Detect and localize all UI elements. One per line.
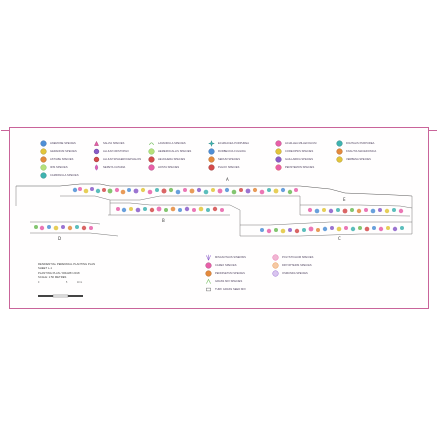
scale-bar-graphic [38, 294, 83, 298]
legend-item: CAREX SPECIES [205, 261, 237, 270]
echinacea-symbol-icon [208, 140, 215, 147]
campanula-symbol-icon [40, 172, 47, 179]
pennisetum-symbol-icon [205, 270, 212, 277]
plant-cluster-bed-b [116, 206, 224, 213]
phlox-symbol-icon [208, 164, 215, 171]
scale-bar: 0 5 10 m [38, 282, 83, 298]
legend-item: DIGITALIS PURPUREA [336, 139, 374, 148]
legend-item: KNAUTIA MACEDONICA [336, 147, 376, 156]
hemerocallis-symbol-icon [148, 148, 155, 155]
gaillardia-symbol-icon [275, 156, 282, 163]
section-label-a: A [226, 177, 229, 182]
verbena-symbol-icon [336, 156, 343, 163]
achillea-symbol-icon [275, 140, 282, 147]
penstemon-symbol-icon [275, 164, 282, 171]
heuchera-symbol-icon [148, 156, 155, 163]
title-line: PLANTING PLAN / DRAWN 2018 [38, 271, 80, 275]
title-line: SHEET L-1 [38, 267, 52, 271]
bed-outline-c-lower [240, 233, 412, 237]
carex-symbol-icon [205, 262, 212, 269]
bed-outline-b [110, 202, 241, 211]
legend-item: RUDBECKIA FULGIDA [208, 147, 246, 156]
turf-seed-symbol-icon [206, 287, 211, 292]
legend-item: SEDUM SPECIES [208, 155, 240, 164]
iris-symbol-icon [40, 164, 47, 171]
plant-cluster-bed-a [72, 187, 298, 195]
legend-item: GAILLARDIA SPECIES [275, 155, 313, 164]
legend-item: HEMEROCALLIS SPECIES [148, 147, 191, 156]
scale-mid-label: 5 [66, 282, 68, 284]
plant-cluster-bed-d [34, 225, 93, 231]
allium-symbol-icon [93, 148, 100, 155]
legend-item: HEUCHERA SPECIES [148, 155, 185, 164]
grass-mix-symbol-icon [206, 278, 211, 284]
drawing-sheet-border [1, 127, 437, 309]
lavandula-symbol-icon [149, 142, 154, 146]
title-line: RESIDENTIAL PERENNIAL PLANTING PLAN [38, 263, 96, 266]
sheet-corner-mark [429, 130, 437, 131]
legend-item: OSMUNDA SPECIES [272, 269, 308, 278]
allium-sphaero-symbol-icon [93, 156, 100, 163]
scale-end-label: 10 m [77, 282, 83, 284]
legend-item: ACHILLEA MILLEFOLIUM [275, 139, 316, 148]
dryopteris-symbol-icon [272, 262, 279, 269]
knautia-symbol-icon [336, 148, 343, 155]
nepeta-symbol-icon [94, 164, 99, 171]
legend-item: ECHINACEA PURPUREA [208, 139, 249, 148]
bed-outline-d-lower [30, 232, 119, 237]
legend-item: GERANIUM SPECIES [40, 147, 77, 156]
legend-item: COREOPSIS SPECIES [275, 147, 313, 156]
miscanthus-symbol-icon [206, 254, 211, 261]
legend-item: PENSTEMON SPECIES [275, 163, 314, 172]
legend-item: MISCANTHUS SINENSIS [205, 253, 246, 262]
bed-outline-e-lower [300, 214, 411, 217]
legend-item: VERBENA SPECIES [336, 155, 371, 164]
legend-item: CAMPANULA SPECIES [40, 171, 79, 180]
hosta-symbol-icon [148, 164, 155, 171]
legend-item: NEPETA CATARIA [93, 163, 125, 172]
salvia-symbol-icon [94, 140, 99, 146]
anemone-symbol-icon [40, 140, 47, 147]
sedum-symbol-icon [208, 156, 215, 163]
digitalis-symbol-icon [336, 140, 343, 147]
polystichum-symbol-icon [272, 254, 279, 261]
legend-item: ANEMONE SPECIES [40, 139, 76, 148]
legend-item: LAVANDULA SPECIES [148, 139, 186, 148]
bed-outline-c [240, 221, 412, 226]
plant-cluster-bed-c [260, 226, 404, 234]
section-label-e: E [343, 197, 346, 202]
plant-cluster-bed-e [307, 207, 404, 214]
legend-item: TURF GRASS SEED MIX [205, 285, 246, 294]
legend-item: HOSTA SPECIES [148, 163, 179, 172]
bed-outline-e [300, 204, 413, 209]
legend-item: PHLOX SPECIES [208, 163, 239, 172]
legend-item: POLYSTICHUM SPECIES [272, 253, 313, 262]
sheet-corner-mark [1, 130, 9, 131]
legend-item: DRYOPTERIS SPECIES [272, 261, 312, 270]
coreopsis-symbol-icon [275, 148, 282, 155]
scale-start-label: 0 [38, 282, 40, 284]
legend-item: PENNISETUM SPECIES [205, 269, 245, 278]
rudbeckia-symbol-icon [208, 148, 215, 155]
legend-item: ALLIUM SPHAEROCEPHALON [93, 155, 141, 164]
section-label-b: B [162, 218, 165, 223]
geranium-symbol-icon [40, 148, 47, 155]
legend-item: IRIS SPECIES [40, 163, 68, 172]
legend-item: SALVIA SPECIES [93, 139, 124, 148]
title-line: SCALE: 1:50 METRES [38, 276, 67, 280]
title-block: RESIDENTIAL PERENNIAL PLANTING PLAN SHEE… [38, 263, 98, 281]
bed-outline-a-lower [60, 195, 300, 201]
legend-item: ASTILBE SPECIES [40, 155, 73, 164]
bed-outline-d [30, 221, 101, 225]
section-label-c: C [338, 236, 341, 241]
legend-item: ALLIUM CRISTOPHII [93, 147, 129, 156]
osmunda-symbol-icon [272, 270, 279, 277]
astilbe-symbol-icon [40, 156, 47, 163]
legend-item: GRASS MIX SPECIES [205, 277, 242, 286]
bed-outline-a [16, 183, 413, 197]
section-label-d: D [58, 236, 62, 241]
